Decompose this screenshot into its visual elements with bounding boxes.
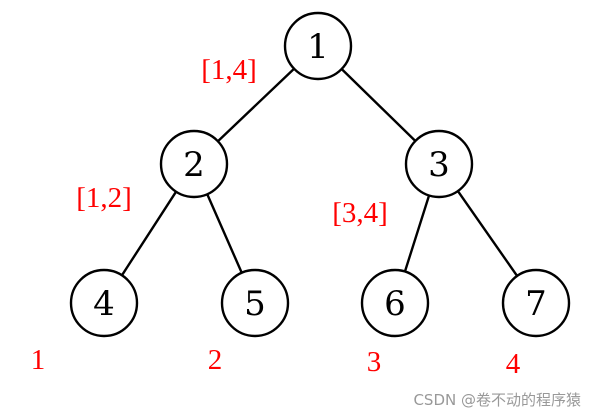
tree-edge-n1-n3 [340,67,417,143]
csdn-watermark: CSDN @卷不动的程序猿 [413,391,581,409]
tree-node-circle [283,11,353,81]
tree-node-2: 2 [159,129,229,199]
tree-edge-n3-n6 [403,194,431,273]
leaf-index-label-n4: 1 [31,344,46,376]
tree-edge-n2-n5 [206,193,243,274]
tree-node-label: 3 [428,145,450,185]
tree-node-circle [501,268,571,338]
tree-node-label: 7 [525,284,547,324]
range-label-n2: [1,2] [76,182,132,214]
tree-node-label: 5 [244,284,266,324]
tree-node-circle [159,129,229,199]
range-labels: [1,4] [1,2] [3,4] [76,54,388,229]
tree-node-circle [404,129,474,199]
tree-node-5: 5 [220,268,290,338]
tree-nodes: 1 2 3 4 5 6 7 [69,11,571,338]
range-label-n1: [1,4] [201,54,257,86]
tree-edge-n3-n7 [456,189,519,278]
tree-node-6: 6 [360,268,430,338]
tree-node-circle [360,268,430,338]
tree-node-label: 1 [307,27,329,67]
tree-node-1: 1 [283,11,353,81]
leaf-index-labels: 1 2 3 4 [31,344,521,380]
tree-edge-n2-n4 [120,190,178,277]
tree-node-4: 4 [69,268,139,338]
tree-node-3: 3 [404,129,474,199]
leaf-index-label-n5: 2 [208,344,223,376]
tree-node-label: 4 [93,284,115,324]
tree-node-label: 6 [384,284,406,324]
tree-node-circle [69,268,139,338]
tree-node-circle [220,268,290,338]
leaf-index-label-n7: 4 [506,348,521,380]
tree-edge-n1-n2 [216,67,296,143]
tree-edges [120,67,519,278]
leaf-index-label-n6: 3 [367,346,382,378]
tree-node-7: 7 [501,268,571,338]
tree-node-label: 2 [183,145,205,185]
range-label-n3: [3,4] [332,197,388,229]
